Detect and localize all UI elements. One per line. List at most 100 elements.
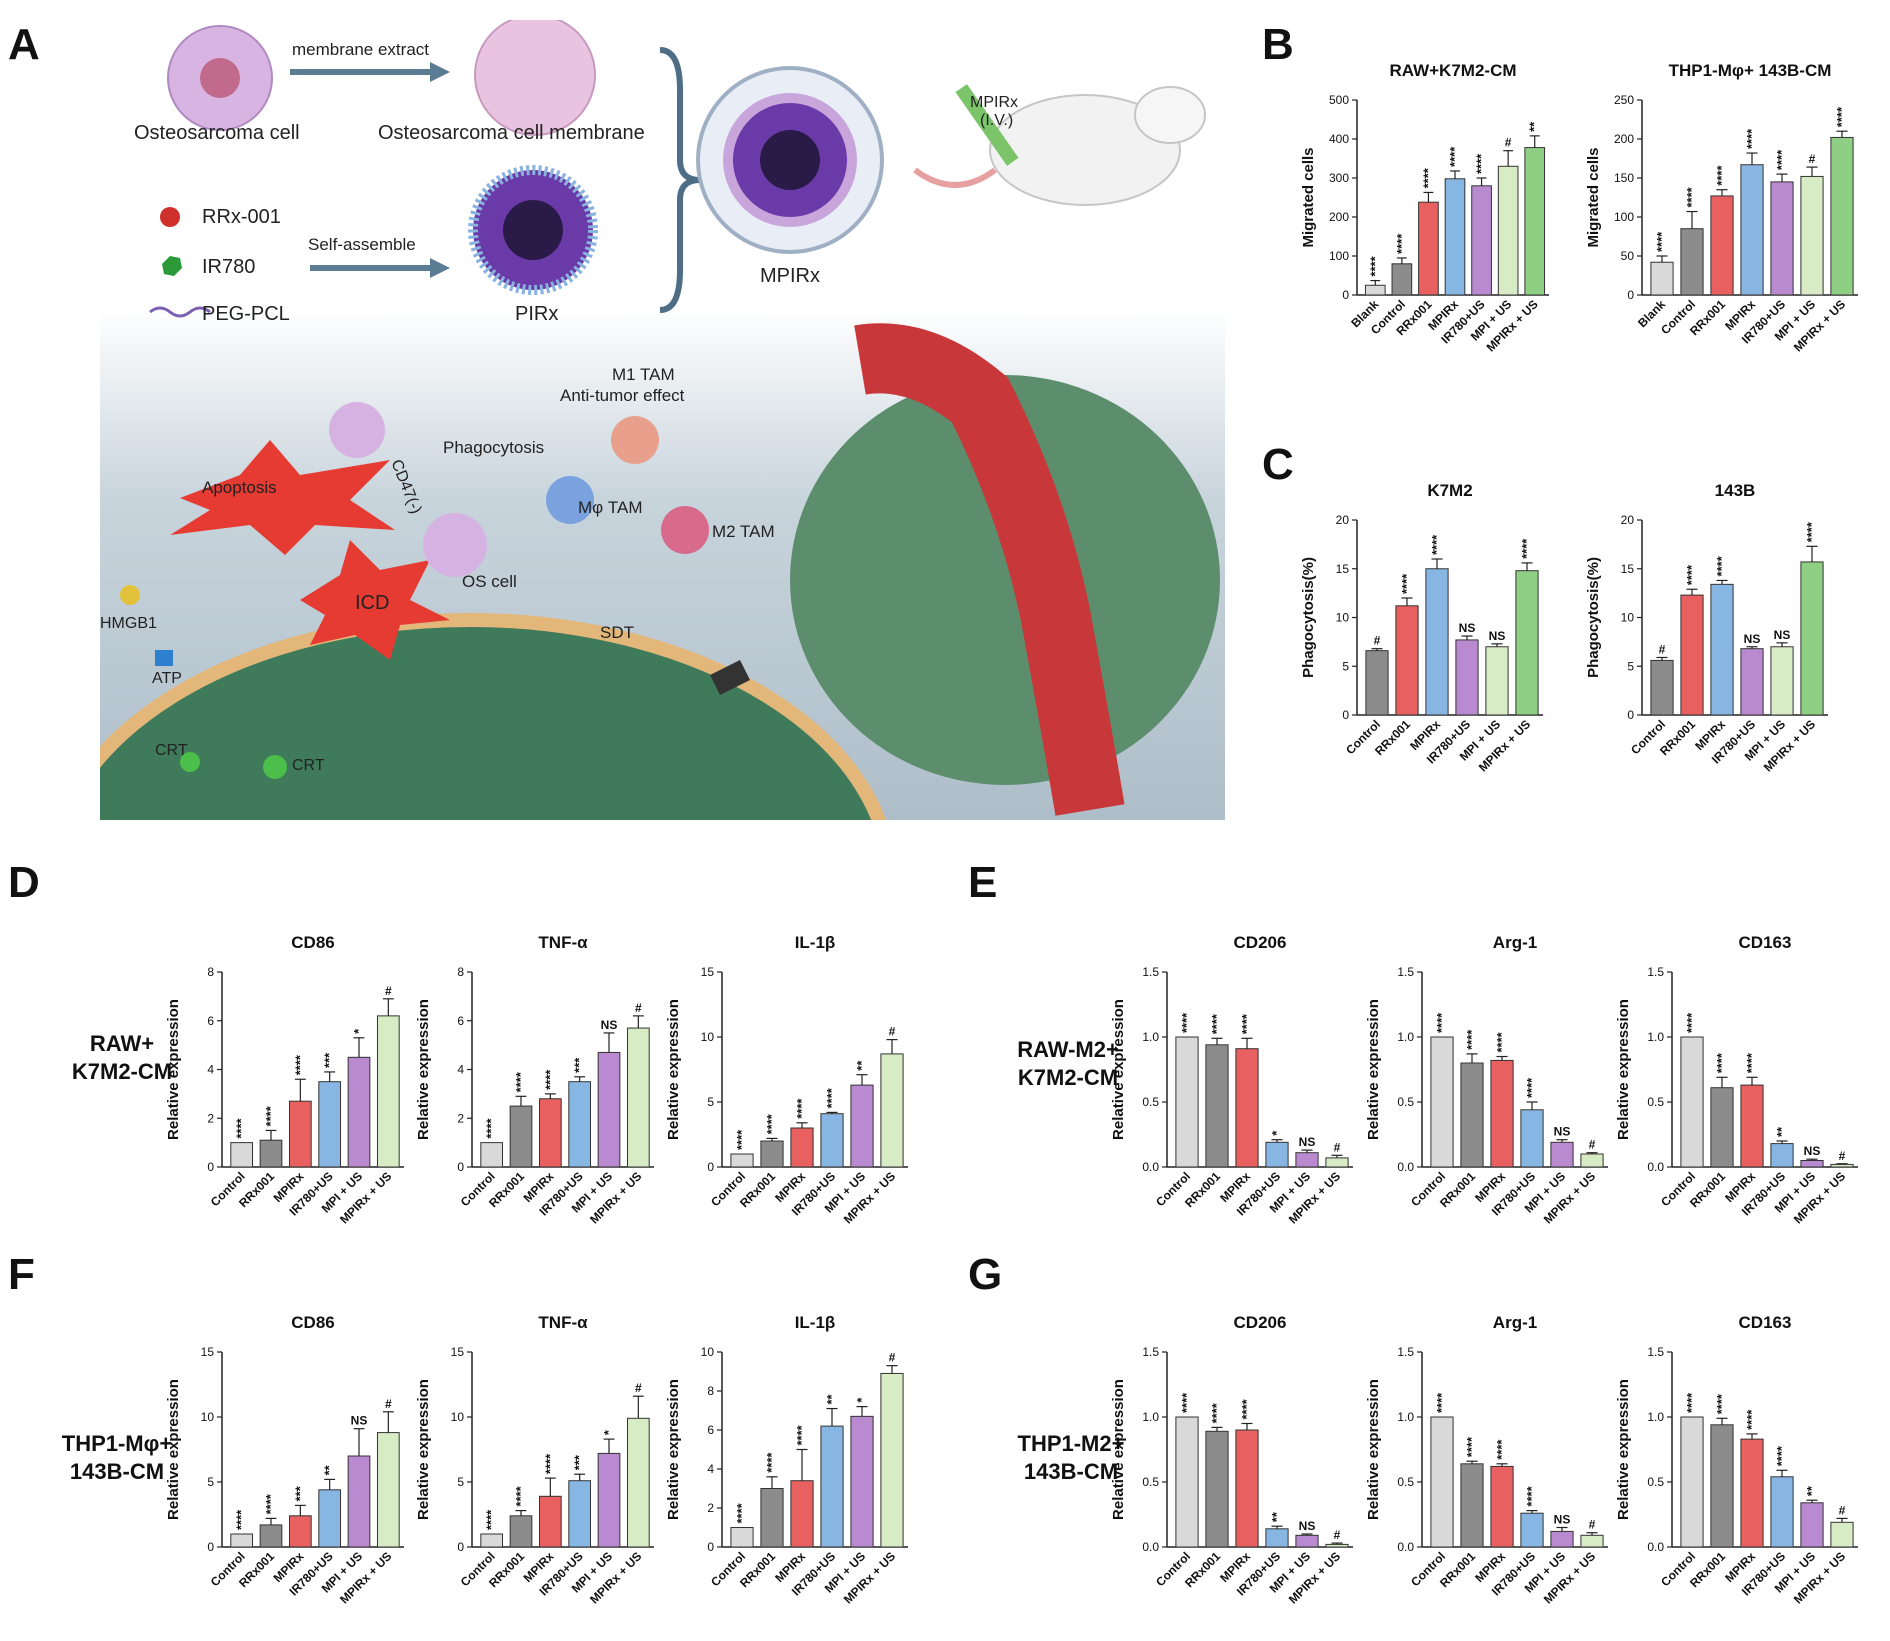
bar bbox=[1650, 659, 1674, 716]
ir780-hexagon-icon bbox=[162, 256, 182, 276]
significance-label: **** bbox=[734, 1129, 749, 1150]
bar bbox=[1265, 1528, 1289, 1548]
atp-icon bbox=[155, 650, 173, 666]
bar bbox=[626, 1027, 650, 1168]
y-tick-label: 1.0 bbox=[1142, 1030, 1159, 1044]
bar bbox=[1365, 650, 1389, 716]
row-label-f-line1: THP1-Mφ+ bbox=[61, 1431, 173, 1456]
significance-label: **** bbox=[234, 1509, 249, 1530]
y-tick-label: 15 bbox=[1336, 562, 1350, 576]
significance-label: **** bbox=[1714, 165, 1729, 186]
y-tick-label: 1.0 bbox=[1397, 1030, 1414, 1044]
label-ir780: IR780 bbox=[202, 256, 256, 278]
significance-label: **** bbox=[1429, 534, 1444, 555]
bar bbox=[1460, 1463, 1484, 1548]
significance-label: **** bbox=[1774, 1445, 1789, 1466]
significance-label: **** bbox=[1447, 146, 1462, 167]
bar bbox=[1391, 263, 1413, 296]
bar bbox=[1580, 1153, 1604, 1168]
bar bbox=[1520, 1109, 1544, 1168]
significance-label: NS bbox=[601, 1018, 618, 1032]
significance-label: * bbox=[351, 1028, 366, 1034]
y-tick-label: 0.0 bbox=[1397, 1540, 1414, 1554]
significance-label: **** bbox=[1209, 1013, 1224, 1034]
row-label-e-line2: K7M2-CM bbox=[1017, 1065, 1119, 1090]
y-tick-label: 5 bbox=[707, 1095, 714, 1109]
chart-title: 143B bbox=[1715, 481, 1756, 500]
chart-title: CD206 bbox=[1234, 1313, 1287, 1332]
bar bbox=[760, 1488, 784, 1548]
label-rrx001: RRx-001 bbox=[202, 206, 281, 228]
significance-label: **** bbox=[1394, 233, 1409, 254]
y-axis-label: Relative expression bbox=[1110, 999, 1127, 1140]
bar bbox=[1235, 1429, 1259, 1548]
significance-label: **** bbox=[1179, 1392, 1194, 1413]
bar bbox=[1830, 1163, 1854, 1168]
significance-label: **** bbox=[1714, 1052, 1729, 1073]
y-tick-label: 15 bbox=[1621, 562, 1635, 576]
y-tick-label: 10 bbox=[201, 1410, 215, 1424]
y-tick-label: 1.0 bbox=[1142, 1410, 1159, 1424]
bar bbox=[1740, 648, 1764, 716]
y-tick-label: 10 bbox=[451, 1410, 465, 1424]
os-cell-icon bbox=[423, 513, 487, 577]
y-tick-label: 5 bbox=[457, 1475, 464, 1489]
chart-title: CD86 bbox=[291, 933, 334, 952]
label-pirx: PIRx bbox=[515, 303, 559, 325]
significance-label: NS bbox=[1804, 1144, 1821, 1158]
bar bbox=[1770, 1476, 1794, 1548]
significance-label: NS bbox=[1744, 632, 1761, 646]
significance-label: ** bbox=[824, 1393, 839, 1404]
bar bbox=[259, 1139, 283, 1168]
y-tick-label: 0.0 bbox=[1397, 1160, 1414, 1174]
y-tick-label: 6 bbox=[707, 1423, 714, 1437]
bar bbox=[1205, 1044, 1229, 1168]
row-label-f: THP1-Mφ+ 143B-CM bbox=[52, 1430, 182, 1486]
bar bbox=[850, 1084, 874, 1168]
y-tick-label: 300 bbox=[1329, 171, 1349, 185]
label-crt-2: CRT bbox=[292, 757, 325, 774]
y-tick-label: 5 bbox=[1342, 659, 1349, 673]
pirx-core-icon bbox=[503, 200, 563, 260]
bar bbox=[820, 1425, 844, 1548]
rrx001-dot-icon bbox=[160, 207, 180, 227]
y-tick-label: 8 bbox=[207, 965, 214, 979]
y-tick-label: 0 bbox=[707, 1540, 714, 1554]
significance-label: **** bbox=[513, 1485, 528, 1506]
bar bbox=[1550, 1141, 1574, 1168]
y-tick-label: 1.0 bbox=[1397, 1410, 1414, 1424]
bar bbox=[318, 1489, 342, 1548]
significance-label: **** bbox=[234, 1117, 249, 1138]
panel-label-b: B bbox=[1262, 20, 1294, 69]
bar bbox=[1395, 605, 1419, 716]
bar bbox=[1740, 164, 1764, 296]
tumor-mass-icon bbox=[790, 375, 1220, 785]
bar bbox=[1800, 1160, 1824, 1168]
y-axis-label: Migrated cells bbox=[1300, 147, 1317, 247]
bar bbox=[1800, 561, 1824, 716]
bar bbox=[1740, 1084, 1764, 1168]
row-label-e-line1: RAW-M2+ bbox=[1017, 1037, 1119, 1062]
bar bbox=[1295, 1152, 1319, 1168]
bar bbox=[1325, 1157, 1349, 1168]
significance-label: # bbox=[635, 1381, 642, 1395]
row-label-g-line2: 143B-CM bbox=[1023, 1459, 1119, 1484]
bar bbox=[1455, 639, 1479, 716]
row-label-g: THP1-M2+ 143B-CM bbox=[1006, 1430, 1136, 1486]
m1-tam-icon bbox=[611, 416, 659, 464]
panel-label-g: G bbox=[968, 1250, 1003, 1299]
significance-label: # bbox=[1839, 1503, 1846, 1517]
label-mphi-tam: Mφ TAM bbox=[578, 498, 643, 517]
significance-label: **** bbox=[1434, 1392, 1449, 1413]
y-tick-label: 0.0 bbox=[1142, 1160, 1159, 1174]
label-m1-tam: M1 TAM bbox=[612, 365, 675, 384]
significance-label: **** bbox=[484, 1117, 499, 1138]
mouse-head-icon bbox=[1134, 86, 1206, 144]
significance-label: NS bbox=[1554, 1513, 1571, 1527]
chart-title: Arg-1 bbox=[1493, 1313, 1537, 1332]
y-tick-label: 0 bbox=[1342, 288, 1349, 302]
